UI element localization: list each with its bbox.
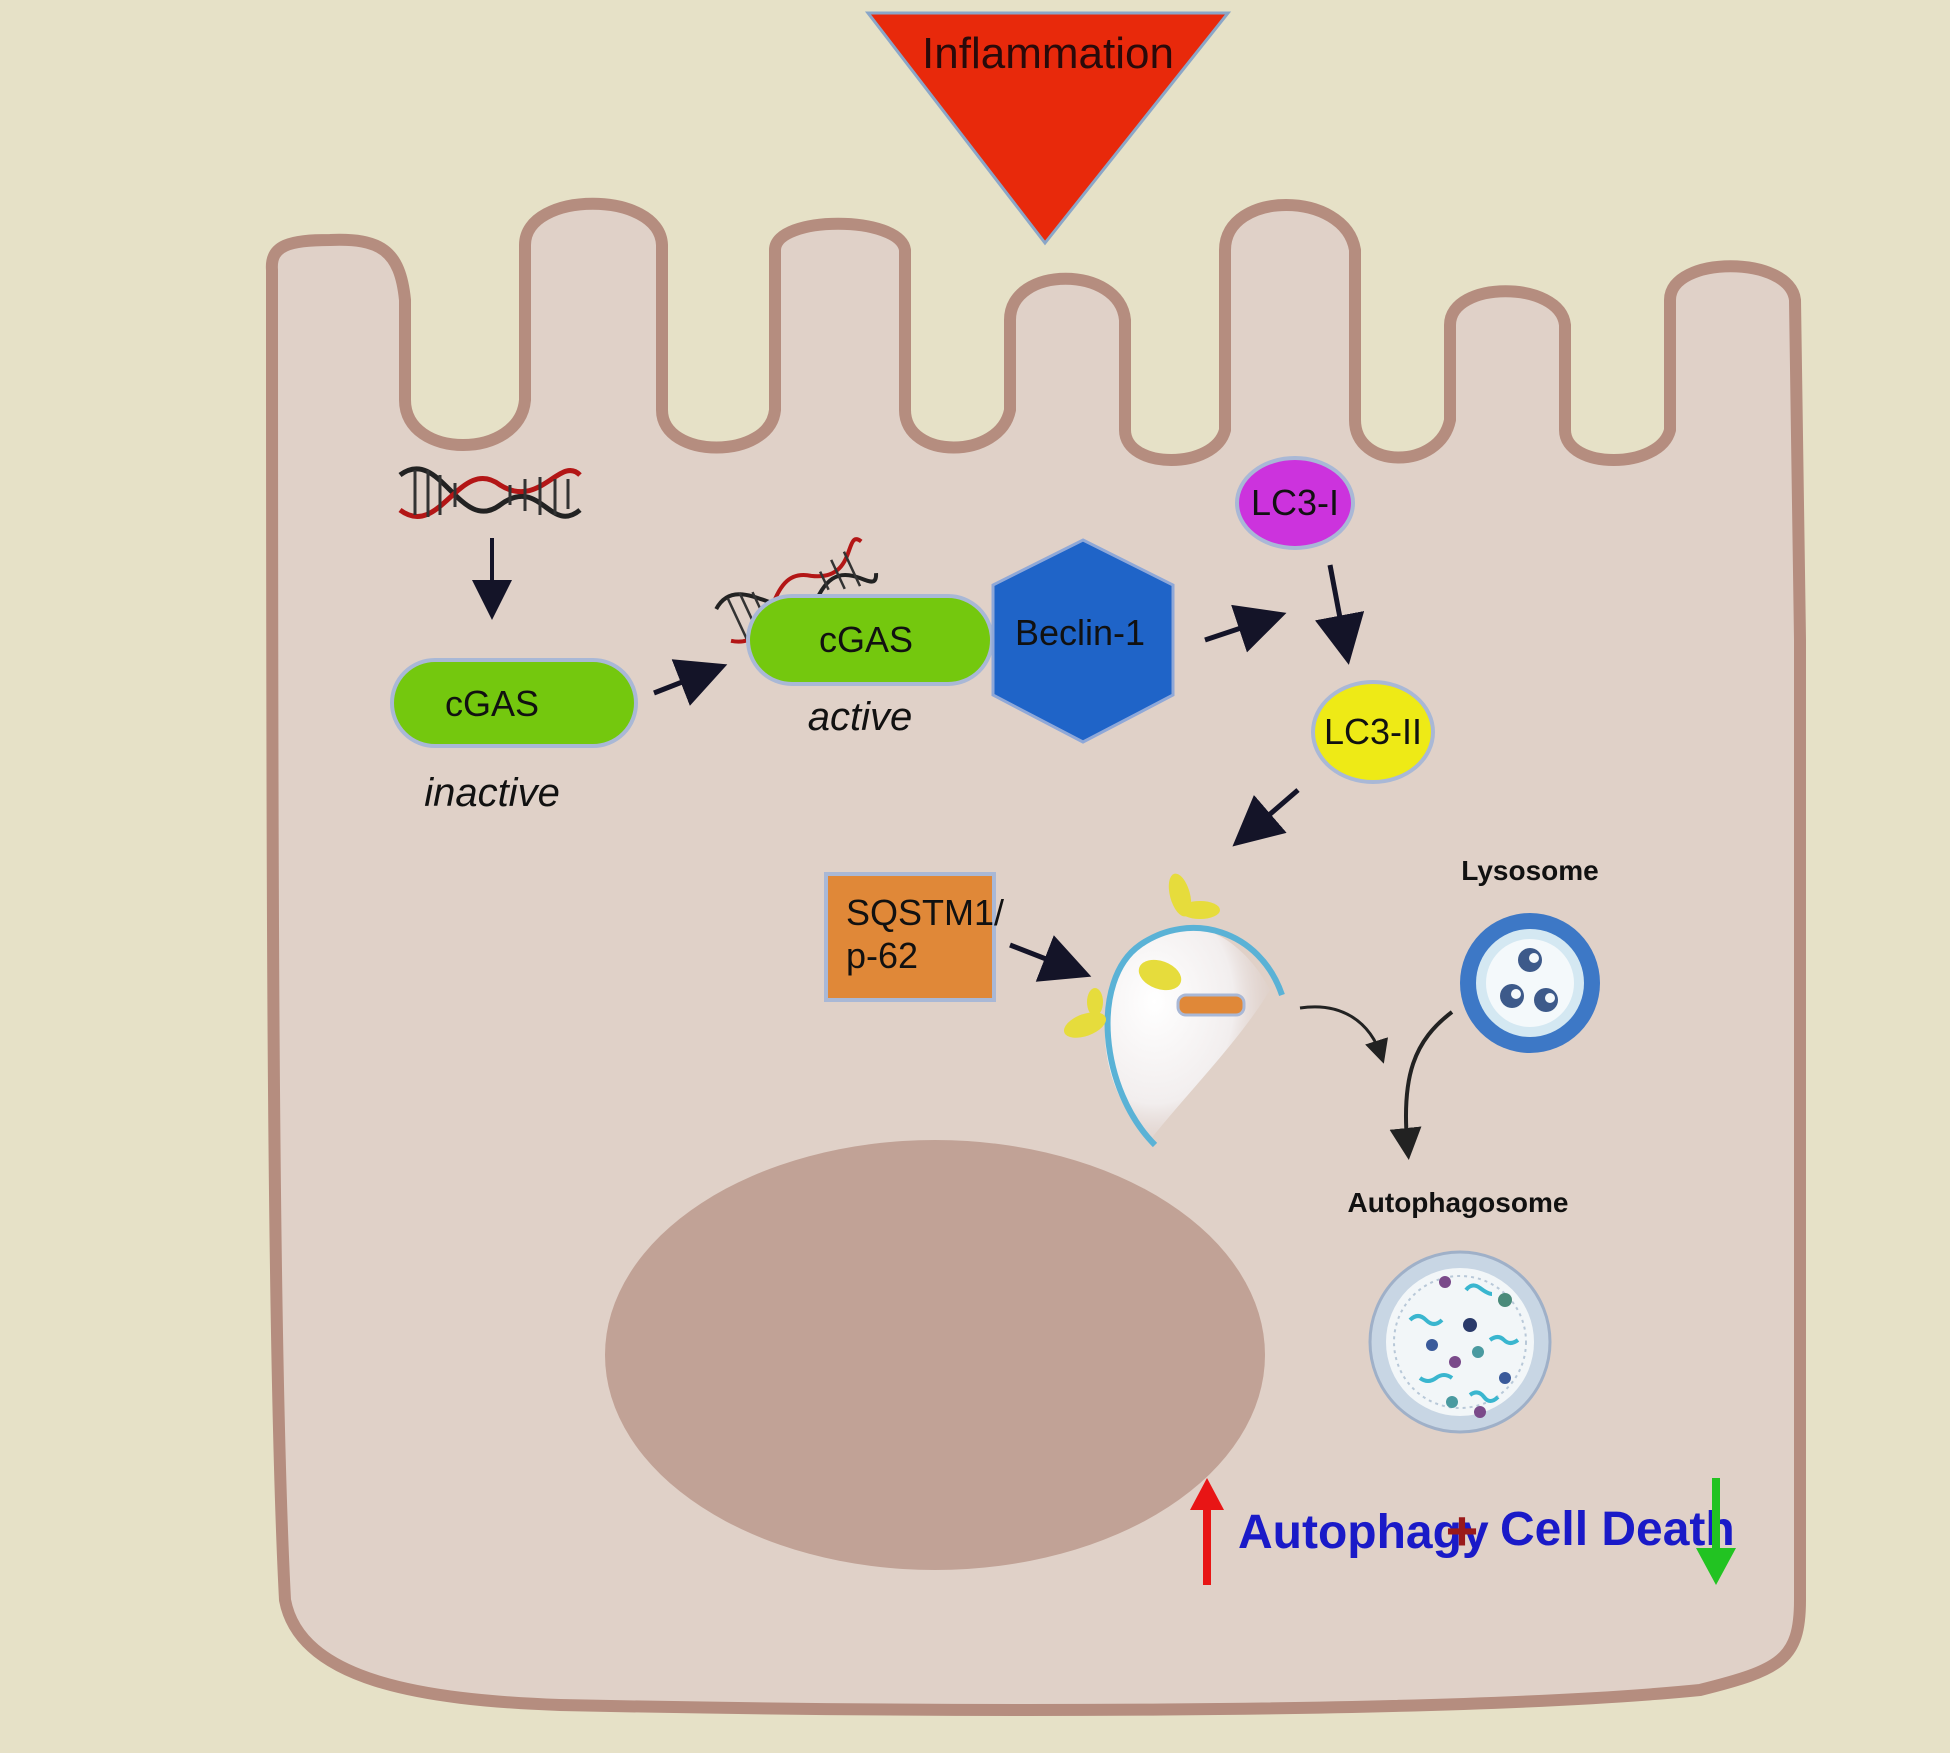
arrow-phagophore-to-autophagosome	[1299, 1005, 1389, 1064]
lc3-ii-ellipse	[1311, 680, 1435, 784]
sqstm1-label-line1: SQSTM1/	[846, 892, 1004, 933]
arrow-lc3i-to-lc3ii	[1315, 564, 1365, 665]
arrow-lc3ii-to-phagophore	[1232, 788, 1300, 847]
sqstm1-p62-box	[824, 872, 996, 1002]
arrow-inactive-to-active	[653, 659, 728, 706]
lc3-ii-label: LC3-II	[1324, 711, 1422, 752]
lysosome-label: Lysosome	[1461, 855, 1598, 886]
phagophore	[1063, 873, 1285, 1148]
nucleus	[605, 1140, 1265, 1570]
cell-death-label: Cell Death	[1500, 1503, 1735, 1556]
inflammation-triangle	[864, 11, 1232, 246]
dna-helix-icon	[398, 466, 582, 519]
cgas-inactive-state: inactive	[424, 771, 560, 815]
lc3-i-ellipse	[1235, 456, 1355, 550]
arrow-down-icon	[1696, 1478, 1736, 1585]
cgas-active-label: cGAS	[819, 619, 913, 660]
arrow-up-icon	[1190, 1478, 1224, 1585]
autophagy-label: Autophagy	[1238, 1506, 1489, 1559]
beclin1-hexagon	[991, 538, 1175, 744]
lysosome-icon	[1460, 913, 1600, 1053]
inflammation-label: Inflammation	[922, 29, 1174, 78]
cgas-inactive-pill	[390, 658, 638, 748]
arrow-beclin-to-lc3	[1204, 604, 1287, 653]
sqstm1-label-line2: p-62	[846, 935, 918, 976]
arrow-lysosome-to-autophagosome	[1389, 1010, 1454, 1160]
cgas-inactive-label: cGAS	[445, 683, 539, 724]
plus-sign: +	[1446, 1499, 1479, 1562]
beclin1-label: Beclin-1	[1015, 612, 1145, 653]
lc3-i-label: LC3-I	[1251, 482, 1339, 523]
cgas-active-state: active	[808, 695, 913, 739]
arrow-p62-to-phagophore	[1009, 935, 1092, 982]
autophagosome-icon	[1368, 1250, 1552, 1434]
autophagosome-label: Autophagosome	[1348, 1187, 1569, 1218]
